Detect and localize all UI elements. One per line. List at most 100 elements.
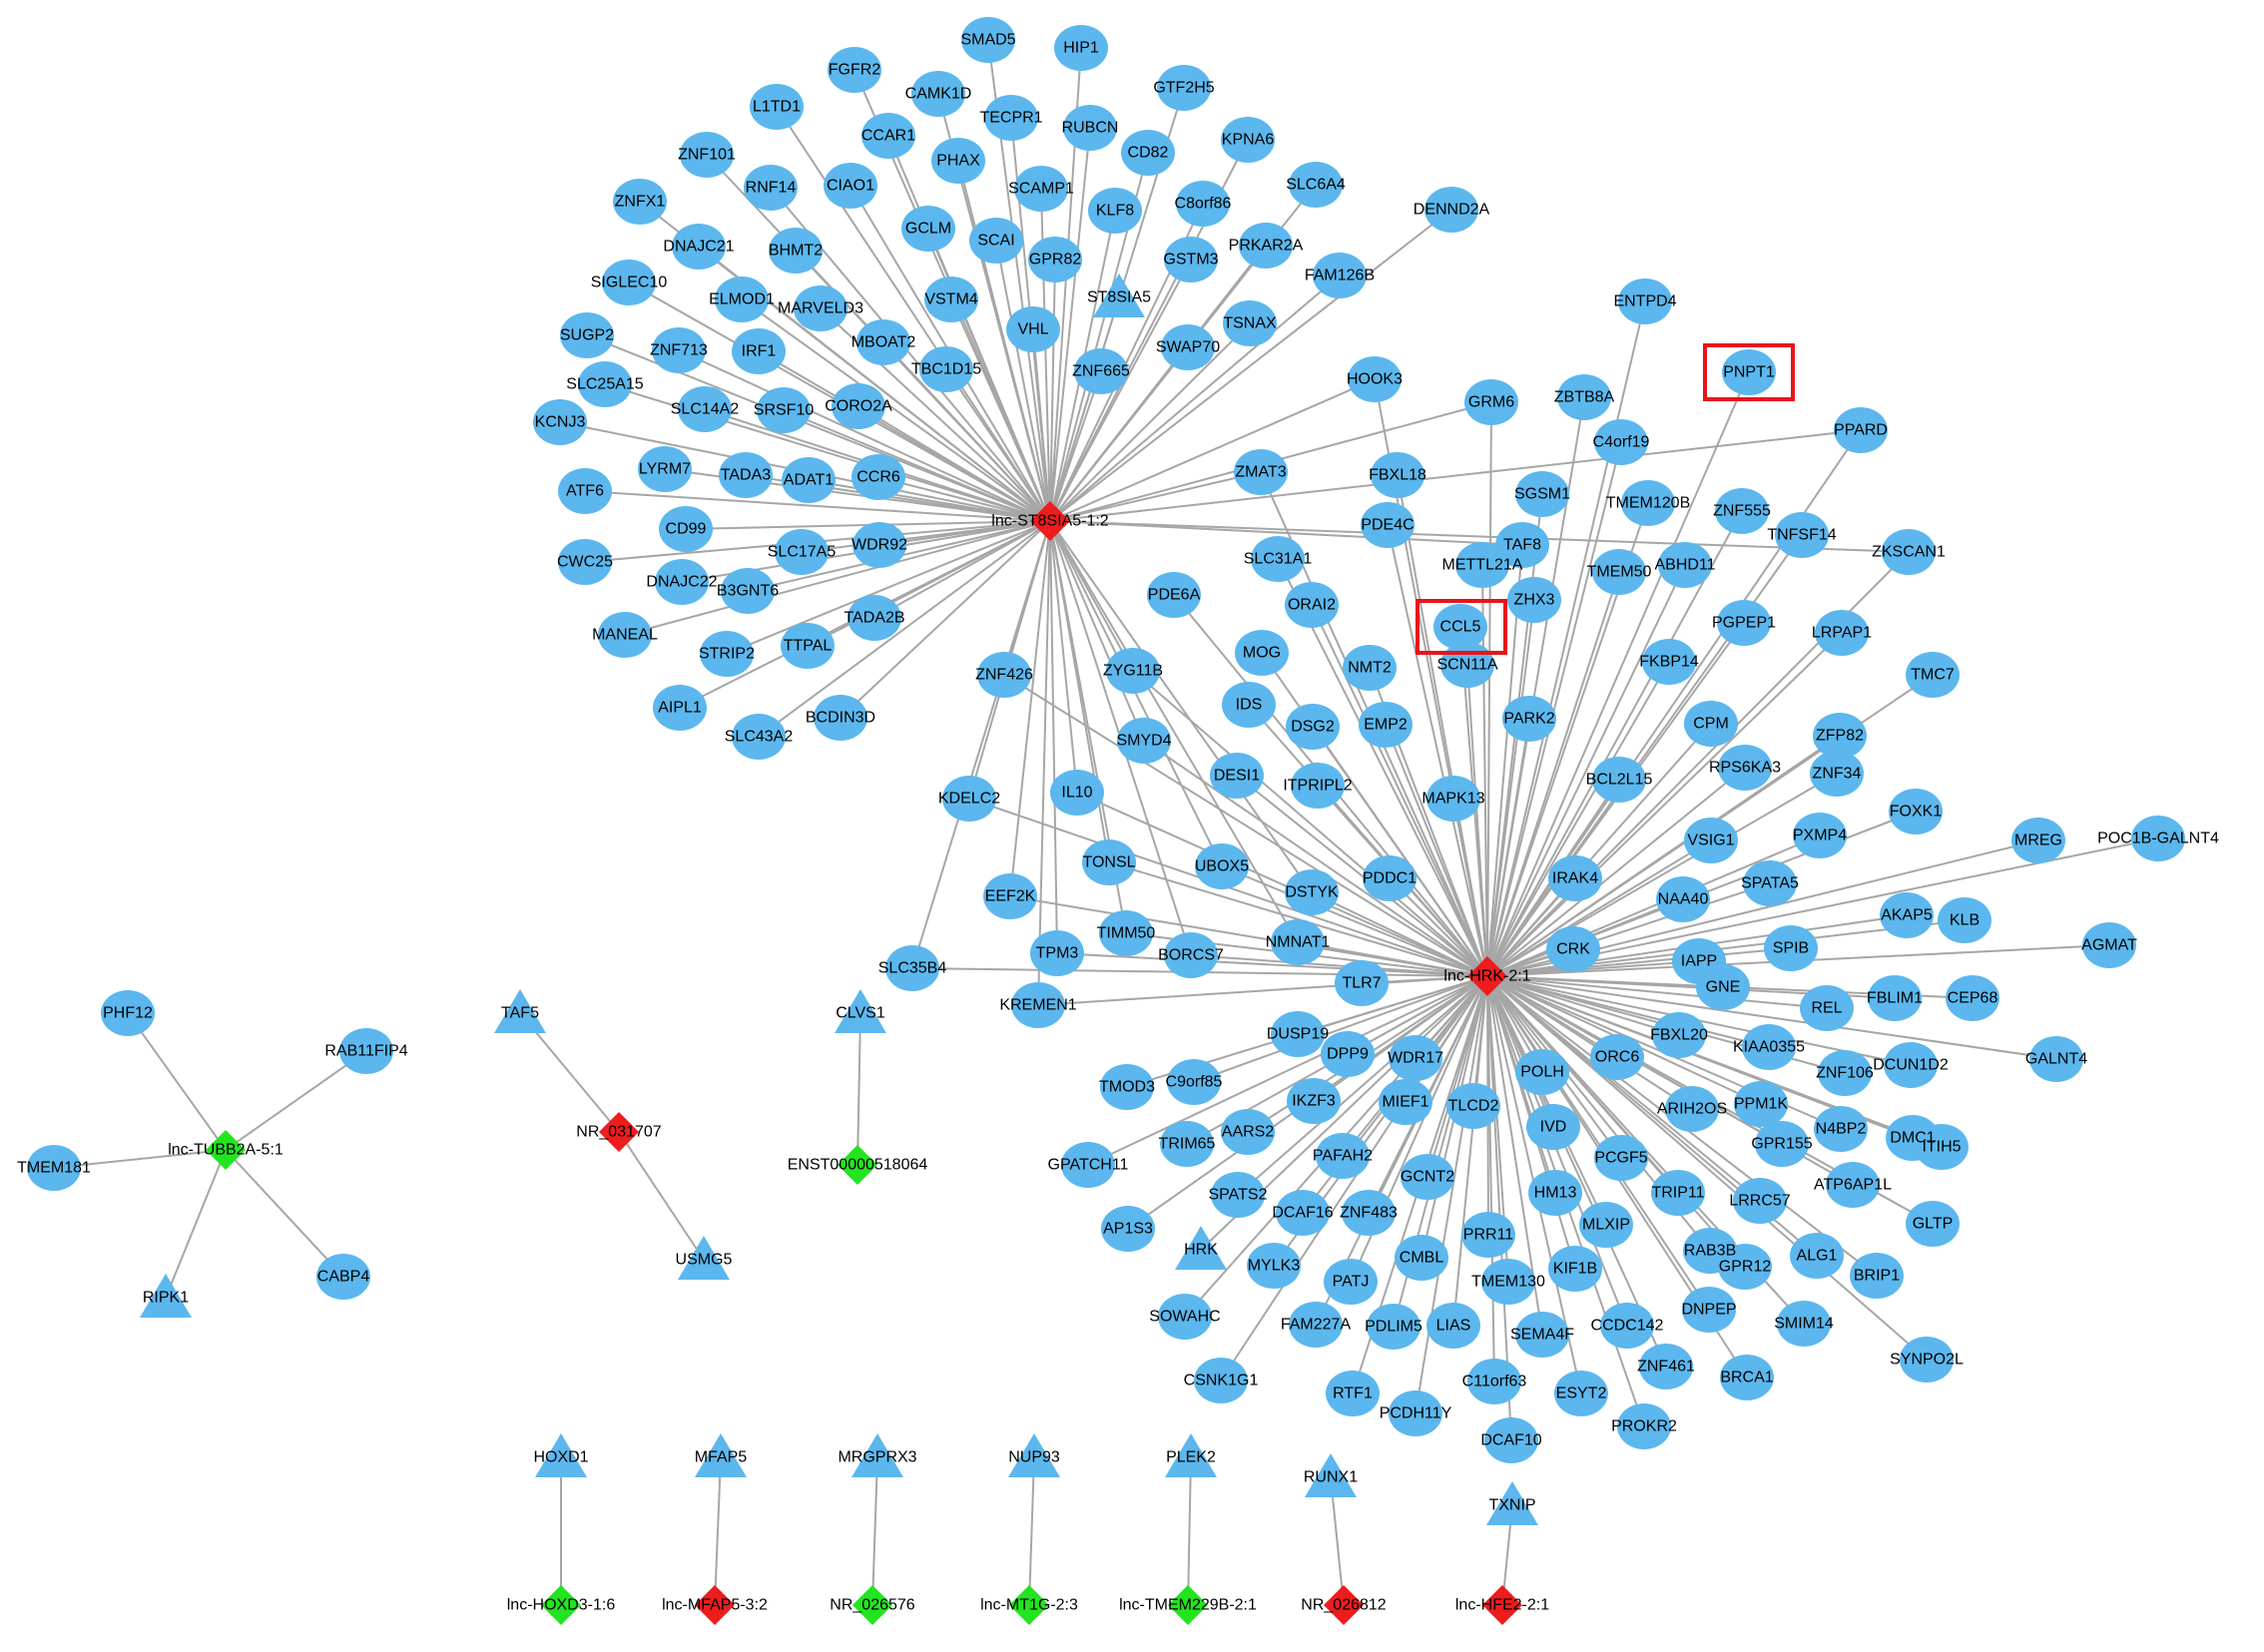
label-ccar1: CCAR1 (861, 128, 915, 145)
mrna-node-rel (1800, 985, 1854, 1031)
mrna-node-dsg2 (1286, 704, 1340, 750)
label-smad5: SMAD5 (960, 32, 1015, 49)
edge-lnc-hrk-2-1-pcdh11y (1415, 975, 1488, 1414)
label-emp2: EMP2 (1364, 717, 1408, 734)
edge-lnc-hrk-2-1-borcs7 (1190, 954, 1488, 977)
label-phax: PHAX (936, 153, 980, 170)
lncrna-node-lnc-hfe2-2-1 (1482, 1585, 1522, 1625)
lncrna-node-lnc-hoxd3-1-6 (541, 1585, 581, 1625)
label-pafah2: PAFAH2 (1313, 1148, 1373, 1165)
edge-lnc-hrk-2-1-znf555 (1486, 510, 1743, 977)
mrna-node-cabp4 (316, 1254, 370, 1300)
mrna-node-slc31a1 (1251, 536, 1305, 582)
label-nup93: NUP93 (1008, 1449, 1060, 1466)
mrna-node-swap70 (1161, 324, 1215, 370)
label-orc6: ORC6 (1595, 1049, 1640, 1066)
mrna-node-phax (931, 138, 985, 184)
label-gstm3: GSTM3 (1163, 252, 1218, 269)
label-tpm3: TPM3 (1036, 945, 1079, 962)
label-c4orf19: C4orf19 (1593, 434, 1650, 451)
label-tmem130: TMEM130 (1471, 1274, 1545, 1291)
label-fgfr2: FGFR2 (829, 62, 881, 79)
label-itpripl2: ITPRIPL2 (1283, 778, 1352, 795)
mrna-node-arih2os (1665, 1086, 1719, 1132)
edge-lnc-st8sia5-1-2-tbc1d15 (945, 368, 1051, 522)
label-mapk13: MAPK13 (1421, 791, 1484, 808)
label-plek2: PLEK2 (1166, 1449, 1216, 1466)
label-camk1d: CAMK1D (905, 86, 972, 103)
edge-lnc-hrk-2-1-zyg11b (1132, 670, 1488, 977)
mrna-node-kdelc2 (942, 776, 996, 822)
lncrna-node-nr-031707 (599, 1112, 639, 1152)
label-lnc-tubb2a-5-1: lnc-TUBB2A-5:1 (168, 1142, 283, 1159)
label-slc17a5: SLC17A5 (768, 544, 837, 561)
label-mog: MOG (1243, 645, 1281, 662)
label-mief1: MIEF1 (1382, 1094, 1428, 1111)
mrna-node-kpna6 (1221, 117, 1275, 163)
lncrna-node-lnc-hrk-2-1 (1467, 956, 1507, 996)
mrna-node-esyt2 (1554, 1371, 1608, 1416)
mrna-node-mylk3 (1247, 1243, 1301, 1289)
label-tmem120b: TMEM120B (1606, 495, 1690, 512)
mrna-node-rubcn (1063, 105, 1117, 151)
mrna-node-mettl21a (1455, 542, 1509, 588)
label-tmod3: TMOD3 (1099, 1079, 1155, 1096)
label-vstm4: VSTM4 (924, 291, 977, 308)
mrna-node-siglec10 (602, 260, 656, 305)
label-csnk1g1: CSNK1G1 (1184, 1373, 1259, 1389)
mrna-node-gpr82 (1028, 237, 1082, 282)
label-srsf10: SRSF10 (754, 402, 815, 419)
label-clvs1: CLVS1 (836, 1005, 885, 1022)
mrna-node-rnf14 (744, 165, 798, 211)
mrna-node-spata5 (1743, 860, 1797, 906)
label-dstyk: DSTYK (1285, 884, 1339, 901)
mrna-node-patj (1324, 1259, 1378, 1305)
label-patj: PATJ (1333, 1274, 1370, 1291)
label-fbxl20: FBXL20 (1650, 1027, 1708, 1044)
mrna-node-srsf10 (757, 387, 811, 433)
mrna-node-bcdin3d (814, 695, 867, 741)
mrna-node-vhl (1006, 306, 1060, 352)
edge-lnc-st8sia5-1-2-zmat3 (1049, 471, 1262, 522)
mrna-node-taf8 (1495, 522, 1549, 568)
lncrna-node-lnc-tubb2a-5-1 (206, 1130, 246, 1170)
label-mylk3: MYLK3 (1248, 1258, 1301, 1275)
label-znf101: ZNF101 (678, 147, 736, 164)
mrna-node-lias (1426, 1303, 1480, 1349)
edge-lnc-hrk-2-1-itih5 (1486, 975, 1943, 1148)
label-gpr82: GPR82 (1029, 252, 1082, 269)
label-zkscan1: ZKSCAN1 (1872, 544, 1946, 561)
edge-lnc-hrk-2-1-lrpap1 (1486, 632, 1843, 977)
label-ccl5: CCL5 (1440, 619, 1481, 636)
label-coro2a: CORO2A (825, 398, 892, 415)
label-tlcd2: TLCD2 (1448, 1098, 1499, 1115)
mrna-node-hm13 (1528, 1170, 1582, 1216)
label-vsig1: VSIG1 (1687, 832, 1734, 849)
label-lnc-hfe2-2-1: lnc-HFE2-2:1 (1455, 1597, 1549, 1614)
edge-lnc-hrk-2-1-znf426 (1003, 674, 1488, 977)
edge-lnc-hrk-2-1-smyd4 (1143, 740, 1488, 977)
edge-lnc-hrk-2-1-synpo2l (1486, 975, 1928, 1361)
label-tsnax: TSNAX (1223, 315, 1277, 332)
label-tonsl: TONSL (1082, 854, 1135, 871)
label-bcdin3d: BCDIN3D (806, 710, 875, 727)
edge-lnc-hrk-2-1-rps6ka3 (1486, 767, 1746, 977)
triangle-node-clvs1 (835, 989, 886, 1033)
edge-lnc-hrk-2-1-entpd4 (1486, 300, 1646, 977)
label-mboat2: MBOAT2 (851, 334, 916, 351)
mrna-node-znf483 (1342, 1190, 1396, 1236)
label-tmem50: TMEM50 (1587, 564, 1652, 581)
label-dcaf10: DCAF10 (1480, 1432, 1541, 1449)
edge-lnc-st8sia5-1-2-smyd4 (1049, 520, 1145, 742)
mrna-node-dstyk (1285, 869, 1339, 915)
mrna-node-tmem181 (27, 1145, 81, 1191)
mrna-node-park2 (1502, 696, 1556, 742)
edge-lnc-hrk-2-1-zhx3 (1486, 599, 1535, 977)
mrna-node-hip1 (1054, 25, 1108, 71)
edge-lnc-mt1g-2-3-nup93 (1028, 1456, 1035, 1606)
label-n4bp2: N4BP2 (1816, 1121, 1867, 1138)
triangle-node-runx1 (1305, 1453, 1357, 1497)
label-prkar2a: PRKAR2A (1229, 238, 1304, 255)
label-nmnat1: NMNAT1 (1266, 934, 1331, 951)
mrna-node-smyd4 (1117, 718, 1171, 764)
